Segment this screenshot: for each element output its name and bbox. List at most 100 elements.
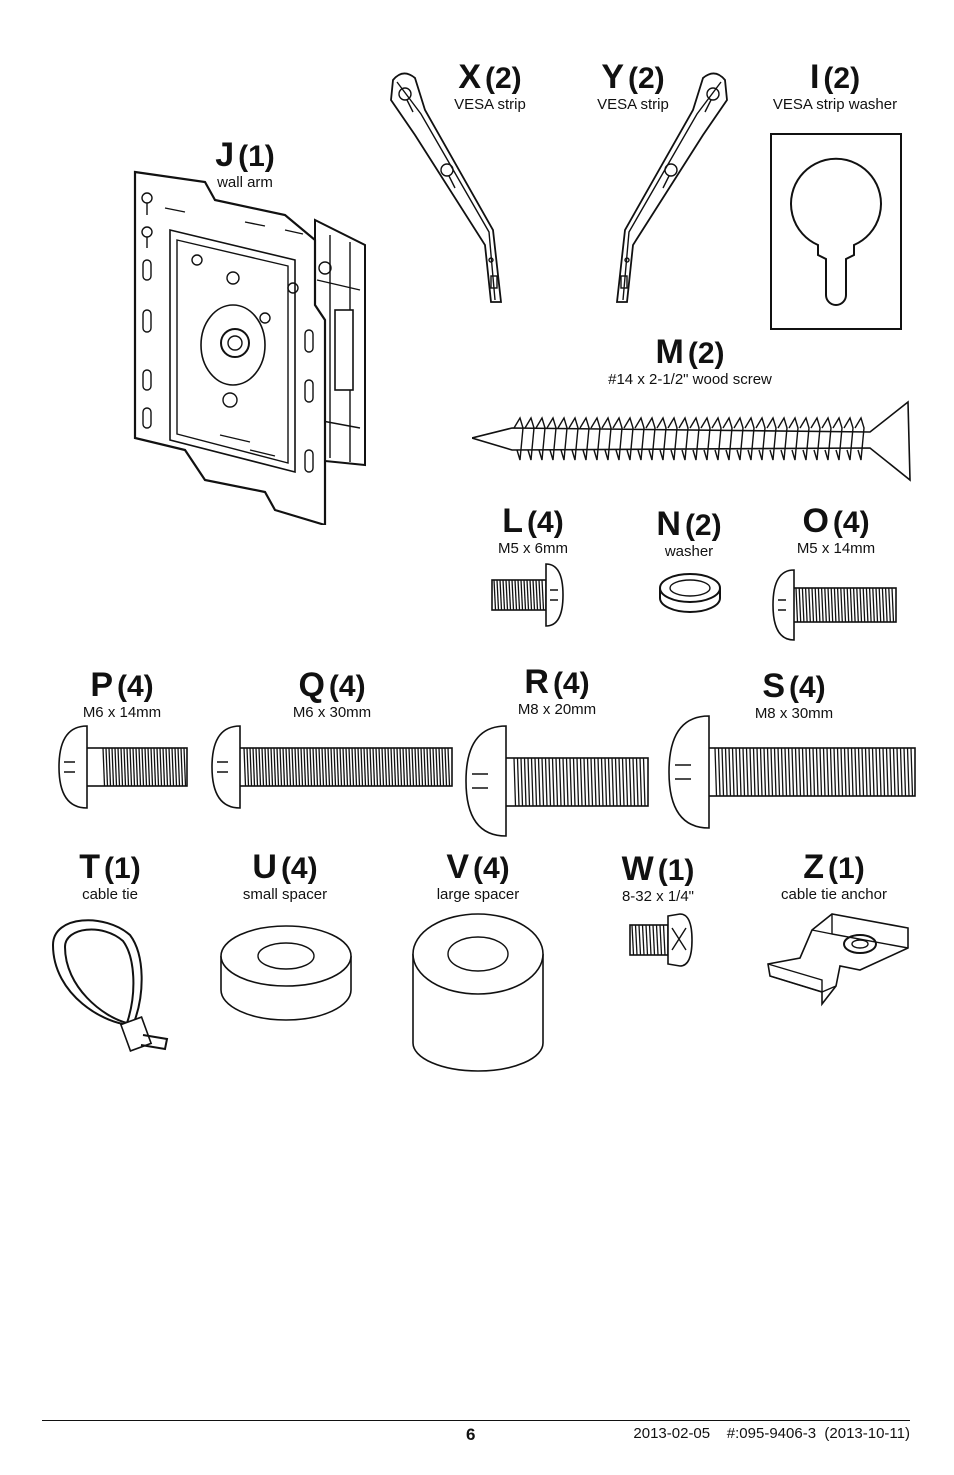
thread-line bbox=[634, 924, 638, 956]
thread-line bbox=[153, 747, 157, 787]
thread-line bbox=[527, 757, 531, 807]
thread-line bbox=[387, 747, 391, 787]
thread-line bbox=[524, 416, 535, 461]
thread-line bbox=[526, 579, 530, 611]
thread-line bbox=[300, 747, 304, 787]
thread-line bbox=[815, 747, 819, 797]
thread-line bbox=[357, 747, 361, 787]
thread-line bbox=[180, 747, 184, 787]
thread-line bbox=[348, 747, 352, 787]
thread-line bbox=[656, 416, 667, 461]
thread-line bbox=[714, 747, 718, 797]
part-qty: (4) bbox=[527, 506, 564, 539]
part-qty: (2) bbox=[823, 62, 861, 95]
part-letter: X bbox=[458, 58, 481, 96]
thread-line bbox=[832, 416, 843, 461]
thread-line bbox=[541, 757, 545, 807]
thread-line bbox=[862, 587, 866, 623]
thread-line bbox=[604, 757, 608, 807]
thread-line bbox=[150, 747, 154, 787]
thread-line bbox=[808, 747, 812, 797]
thread-line bbox=[864, 747, 868, 797]
thread-line bbox=[843, 416, 854, 461]
part-qty: (4) bbox=[832, 506, 870, 539]
thread-line bbox=[243, 747, 247, 787]
screw-s-drawing bbox=[668, 715, 916, 829]
thread-line bbox=[162, 747, 166, 787]
thread-line bbox=[493, 579, 497, 611]
part-qty: (2) bbox=[684, 509, 722, 542]
thread-line bbox=[557, 416, 568, 461]
part-s-label: S(4) M8 x 30mm bbox=[734, 669, 854, 722]
thread-line bbox=[787, 747, 791, 797]
thread-line bbox=[878, 747, 882, 797]
small-spacer-drawing bbox=[220, 925, 352, 1021]
thread-line bbox=[321, 747, 325, 787]
part-n-label: N(2) washer bbox=[629, 507, 749, 560]
thread-line bbox=[138, 747, 142, 787]
thread-line bbox=[375, 747, 379, 787]
thread-line bbox=[102, 747, 106, 787]
thread-line bbox=[252, 747, 256, 787]
thread-line bbox=[405, 747, 409, 787]
thread-line bbox=[273, 747, 277, 787]
thread-line bbox=[336, 747, 340, 787]
thread-line bbox=[836, 587, 840, 623]
thread-line bbox=[330, 747, 334, 787]
thread-line bbox=[891, 587, 895, 623]
part-qty: (4) bbox=[328, 670, 366, 703]
thread-line bbox=[562, 757, 566, 807]
thread-line bbox=[824, 587, 827, 623]
thread-line bbox=[648, 924, 652, 956]
part-qty: (2) bbox=[628, 62, 665, 95]
large-spacer-drawing bbox=[412, 913, 544, 1072]
thread-line bbox=[621, 757, 625, 807]
thread-line bbox=[496, 579, 500, 611]
thread-line bbox=[641, 924, 645, 956]
thread-line bbox=[363, 747, 367, 787]
thread-line bbox=[811, 587, 815, 623]
part-letter: J bbox=[215, 136, 235, 174]
thread-line bbox=[135, 747, 139, 787]
thread-line bbox=[843, 747, 847, 797]
part-letter: Y bbox=[601, 58, 624, 96]
thread-line bbox=[508, 579, 512, 611]
thread-line bbox=[798, 587, 802, 623]
vesa-strip-y-drawing bbox=[615, 72, 728, 303]
thread-line bbox=[171, 747, 175, 787]
thread-line bbox=[801, 747, 805, 797]
thread-line bbox=[345, 747, 349, 787]
part-qty: (1) bbox=[657, 854, 695, 887]
thread-line bbox=[903, 747, 907, 797]
thread-line bbox=[590, 416, 601, 461]
thread-line bbox=[607, 757, 611, 807]
thread-line bbox=[432, 747, 436, 787]
part-desc: cable tie anchor bbox=[781, 886, 887, 903]
thread-line bbox=[766, 747, 770, 797]
thread-line bbox=[590, 757, 594, 807]
thread-line bbox=[156, 747, 160, 787]
part-qty: (4) bbox=[473, 852, 510, 885]
thread-line bbox=[555, 757, 559, 807]
part-letter: U bbox=[252, 848, 277, 886]
part-y-label: Y(2) VESA strip bbox=[573, 60, 693, 113]
thread-line bbox=[535, 416, 546, 461]
part-qty: (4) bbox=[117, 670, 154, 703]
thread-line bbox=[264, 747, 268, 787]
thread-line bbox=[120, 747, 124, 787]
thread-line bbox=[645, 416, 656, 461]
thread-line bbox=[801, 587, 805, 623]
thread-line bbox=[312, 747, 316, 787]
thread-line bbox=[360, 747, 364, 787]
thread-line bbox=[279, 747, 283, 787]
thread-line bbox=[840, 747, 844, 797]
thread-line bbox=[878, 587, 882, 623]
thread-line bbox=[429, 747, 433, 787]
thread-line bbox=[586, 757, 590, 807]
thread-line bbox=[868, 587, 872, 623]
thread-line bbox=[114, 747, 118, 787]
part-letter: V bbox=[446, 848, 469, 886]
vesa-strip-x-drawing bbox=[390, 72, 503, 303]
thread-line bbox=[282, 747, 286, 787]
part-letter: P bbox=[90, 666, 113, 704]
